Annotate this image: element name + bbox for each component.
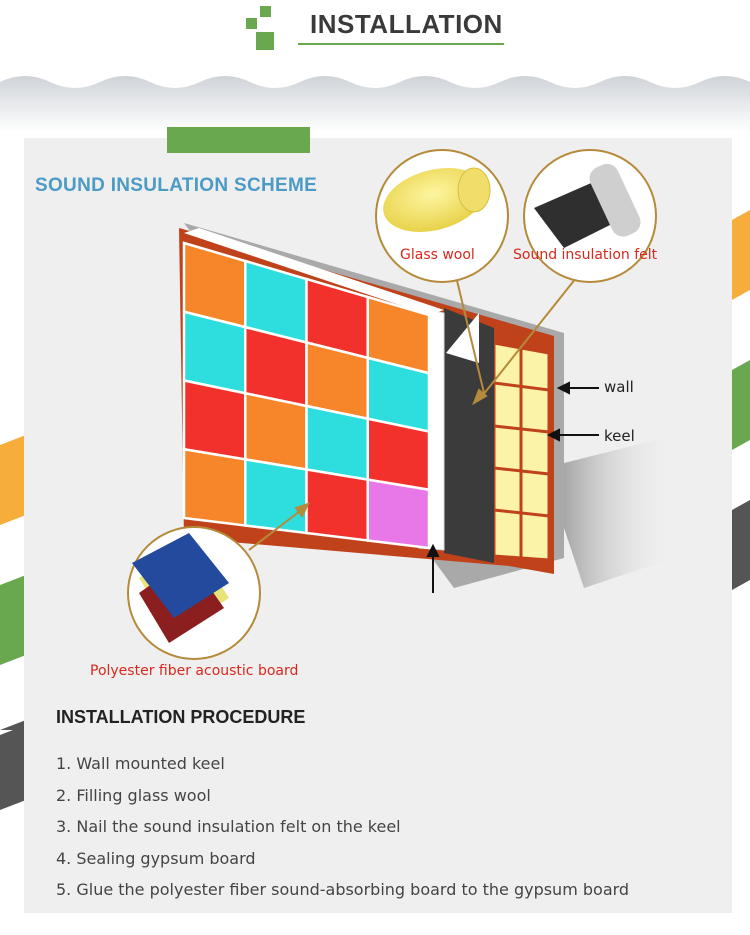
left-side-stripe-dark (0, 715, 26, 815)
acoustic-tile (307, 470, 368, 541)
board-callout (128, 527, 260, 659)
wall-label: wall (604, 378, 634, 396)
right-side-stripes (732, 210, 750, 590)
wave-divider (0, 62, 750, 132)
procedure-step: 5. Glue the polyester fiber sound-absorb… (56, 878, 629, 910)
acoustic-tile (245, 393, 306, 469)
title-underline (298, 43, 504, 45)
felt-label: Sound insulation felt (513, 247, 658, 263)
glass-wool-roll-end (458, 168, 490, 212)
procedure-list: 1. Wall mounted keel 2. Filling glass wo… (56, 752, 629, 910)
acoustic-tile (184, 381, 245, 460)
acoustic-tile (184, 312, 245, 394)
procedure-title: INSTALLATION PROCEDURE (56, 707, 305, 728)
glass-wool-label: Glass wool (400, 247, 475, 263)
procedure-step: 1. Wall mounted keel (56, 752, 629, 784)
acoustic-tile (184, 449, 245, 525)
acoustic-tile (368, 480, 429, 548)
deco-square (260, 6, 271, 17)
page-header: INSTALLATION (0, 0, 750, 70)
deco-square (256, 32, 274, 50)
acoustic-tile (245, 459, 306, 533)
board-label: Polyester fiber acoustic board (90, 663, 298, 679)
deco-square (246, 18, 257, 29)
keel-label: keel (604, 427, 635, 445)
acoustic-tile (368, 419, 429, 490)
wall-diagram: Glass wool Sound insulation felt Polyest… (24, 138, 732, 698)
procedure-step: 3. Nail the sound insulation felt on the… (56, 815, 629, 847)
acoustic-tile (307, 406, 368, 480)
left-side-stripes (0, 430, 26, 730)
procedure-step: 4. Sealing gypsum board (56, 847, 629, 879)
page-title: INSTALLATION (310, 9, 503, 40)
procedure-step: 2. Filling glass wool (56, 784, 629, 816)
